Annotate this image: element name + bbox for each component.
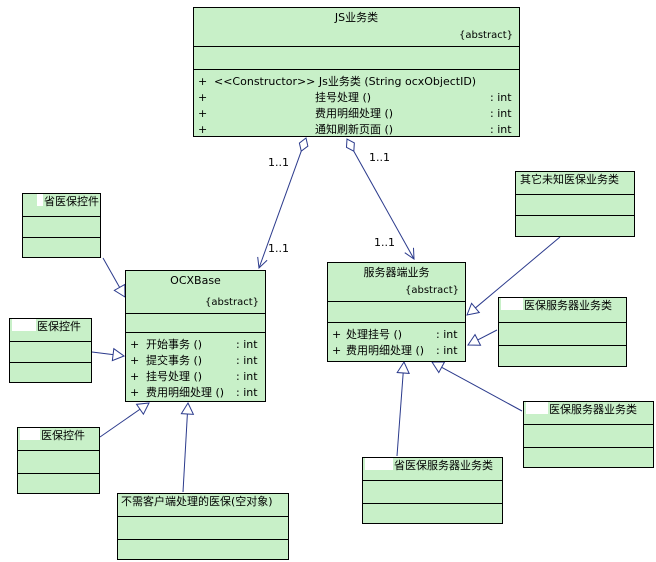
association-arrowhead	[404, 247, 415, 260]
class-name: 医保服务器业务类	[524, 299, 612, 312]
association-arrowhead	[257, 256, 268, 270]
redacted-prefix	[20, 428, 40, 440]
operation-compartment: + <<Constructor>> Js业务类 (String ocxObjec…	[194, 70, 519, 138]
attribute-compartment	[524, 425, 653, 448]
operation-row: + 通知刷新页面 () : int	[198, 123, 512, 136]
operation-row: + 费用明细处理 () : int	[198, 107, 512, 120]
multiplicity-label: 1..1	[268, 242, 289, 255]
operation-name: 通知刷新页面 ()	[315, 123, 394, 136]
generalization-line	[91, 351, 114, 356]
operation-compartment: + 开始事务 () : int + 提交事务 () : int + 挂号处理 (…	[126, 333, 265, 401]
class-name: 不需客户端处理的医保(空对象)	[121, 495, 273, 508]
abstract-stereotype: {abstract}	[405, 285, 459, 296]
class-medical-server-2[interactable]: 医保服务器业务类	[523, 401, 654, 468]
class-js-business[interactable]: JS业务类 {abstract} + <<Constructor>> Js业务类…	[193, 7, 520, 137]
multiplicity-label: 1..1	[268, 156, 289, 169]
class-provincial-server[interactable]: 省医保服务器业务类	[362, 457, 503, 524]
attribute-compartment	[126, 314, 265, 333]
redacted-prefix	[12, 319, 36, 331]
operation-name: <<Constructor>> Js业务类 (String ocxObjectI…	[214, 75, 477, 88]
operation-name: 挂号处理 ()	[146, 370, 203, 383]
operation-name: 提交事务 ()	[146, 354, 203, 367]
class-medical-server[interactable]: 医保服务器业务类	[498, 297, 627, 367]
class-name: OCXBase	[170, 274, 221, 287]
class-server-business[interactable]: 服务器端业务 {abstract} + 处理挂号 () : int + 费用明细…	[327, 262, 466, 362]
class-ocxbase[interactable]: OCXBase {abstract} + 开始事务 () : int + 提交事…	[125, 270, 266, 402]
generalization-arrowhead	[135, 402, 150, 416]
attribute-compartment	[18, 451, 99, 474]
class-name: JS业务类	[334, 11, 379, 24]
generalization-arrowhead	[396, 360, 410, 374]
class-name: 医保服务器业务类	[549, 403, 637, 416]
class-name: 医保控件	[37, 320, 81, 333]
attribute-compartment	[118, 517, 288, 540]
class-name: 医保控件	[41, 429, 85, 442]
operation-compartment: + 处理挂号 () : int + 费用明细处理 () : int	[328, 323, 465, 359]
operation-row: + <<Constructor>> Js业务类 (String ocxObjec…	[198, 75, 477, 88]
generalization-line	[102, 257, 121, 288]
class-name: 省医保服务器业务类	[394, 459, 493, 472]
association-line	[258, 150, 302, 269]
redacted-prefix	[526, 402, 548, 414]
generalization-line	[182, 413, 188, 493]
class-name: 省医保控件	[44, 195, 99, 208]
abstract-stereotype: {abstract}	[459, 30, 513, 41]
aggregation-diamond	[298, 137, 309, 153]
class-name: 服务器端业务	[363, 266, 430, 279]
attribute-compartment	[10, 342, 91, 363]
operation-row: + 费用明细处理 () : int	[130, 386, 258, 399]
generalization-arrowhead	[113, 283, 126, 298]
attribute-compartment	[516, 195, 634, 216]
operation-row: + 开始事务 () : int	[130, 338, 258, 351]
class-door-control[interactable]: 医保控件	[17, 427, 100, 494]
operation-name: 费用明细处理 ()	[315, 107, 394, 120]
operation-name: 挂号处理 ()	[315, 91, 372, 104]
generalization-line	[477, 329, 498, 341]
generalization-arrowhead	[467, 333, 482, 346]
attribute-compartment	[23, 217, 100, 238]
attribute-compartment	[363, 481, 502, 504]
generalization-line	[99, 408, 141, 438]
generalization-line	[441, 366, 523, 412]
class-name: 其它未知医保业务类	[520, 173, 619, 186]
multiplicity-label: 1..1	[374, 236, 395, 249]
operation-row: + 处理挂号 () : int	[332, 328, 458, 341]
aggregation-diamond	[345, 138, 355, 153]
operation-row: + 挂号处理 () : int	[130, 370, 258, 383]
attribute-compartment	[328, 302, 465, 323]
generalization-arrowhead	[180, 401, 195, 415]
operation-row: + 费用明细处理 () : int	[332, 344, 458, 357]
generalization-line	[396, 372, 404, 457]
redacted-prefix	[365, 458, 393, 470]
multiplicity-label: 1..1	[369, 151, 390, 164]
abstract-stereotype: {abstract}	[205, 297, 259, 308]
operation-name: 开始事务 ()	[146, 338, 203, 351]
operation-name: 费用明细处理 ()	[346, 344, 425, 357]
attribute-compartment	[499, 323, 626, 346]
operation-row: + 挂号处理 () : int	[198, 91, 512, 104]
redacted-prefix	[501, 298, 523, 310]
class-null-object[interactable]: 不需客户端处理的医保(空对象)	[117, 493, 289, 560]
operation-name: 处理挂号 ()	[346, 328, 403, 341]
generalization-arrowhead	[466, 302, 481, 316]
class-medical-control[interactable]: 医保控件	[9, 318, 92, 383]
class-other-unknown[interactable]: 其它未知医保业务类	[515, 171, 635, 237]
operation-row: + 提交事务 () : int	[130, 354, 258, 367]
class-provincial-control[interactable]: 省医保控件	[22, 193, 101, 258]
generalization-line	[475, 236, 561, 309]
association-line	[353, 150, 415, 260]
attribute-compartment	[194, 47, 519, 70]
operation-name: 费用明细处理 ()	[146, 386, 225, 399]
redacted-prefix	[37, 194, 43, 206]
generalization-arrowhead	[111, 347, 126, 362]
